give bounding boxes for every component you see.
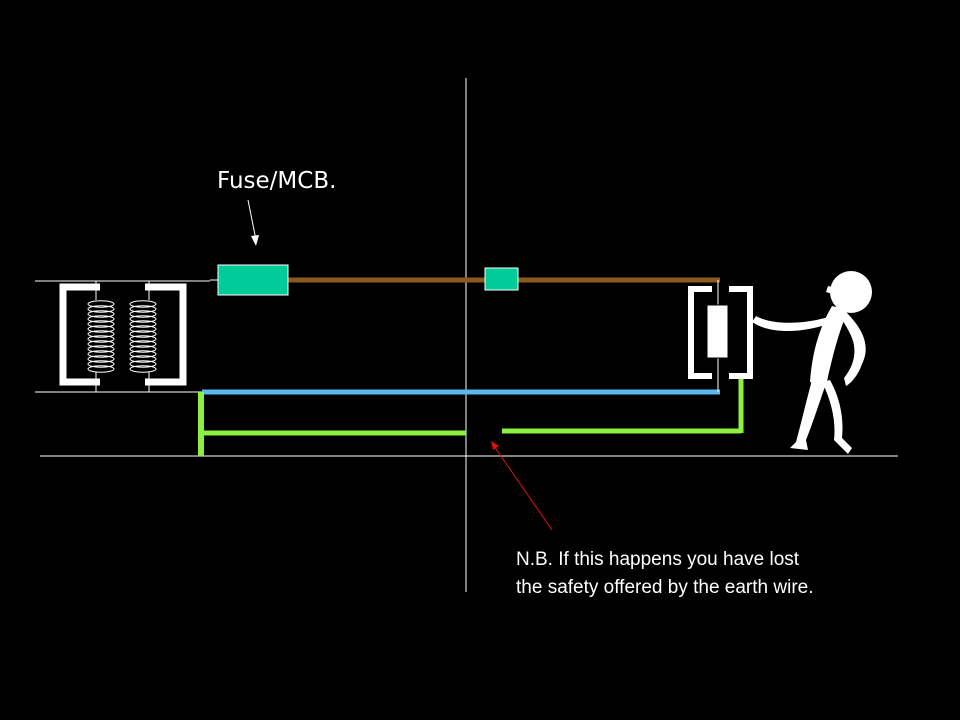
coil-turn [129,340,157,348]
coil-turn [87,300,115,308]
appliance [688,286,753,379]
appliance-fuse [484,267,519,291]
primary-coil [87,300,115,373]
break-indicator-arrow [491,441,553,531]
coil-turn [87,350,115,358]
transformer [35,280,210,393]
earth-break-note: N.B. If this happens you have lost the s… [516,546,814,602]
coil-turn [87,345,115,353]
coil-turn [129,330,157,338]
coil-turn [129,335,157,343]
coil-turn [87,330,115,338]
coil-turn [129,360,157,368]
heating-element [706,304,729,359]
coil-turn [129,315,157,323]
coil-turn [129,365,157,373]
coil-turn [87,310,115,318]
fuse-label: Fuse/MCB. [217,168,337,194]
coil-turn [129,310,157,318]
coil-turn [87,335,115,343]
coil-turn [129,325,157,333]
coil-turn [87,355,115,363]
coil-turn [87,365,115,373]
coil-turn [87,360,115,368]
note-line-2: the safety offered by the earth wire. [516,577,814,598]
fuse-label-arrow [247,199,259,246]
person-figure [752,271,872,454]
coil-turn [129,355,157,363]
earth-wire [198,376,744,456]
coil-turn [87,320,115,328]
note-line-1: N.B. If this happens you have lost [516,549,800,570]
coil-turn [129,320,157,328]
coil-turn [87,315,115,323]
coil-turn [87,305,115,313]
main-fuse [217,264,289,296]
coil-turn [129,345,157,353]
coil-turn [87,340,115,348]
coil-turn [87,325,115,333]
coil-turn [129,350,157,358]
coil-turn [129,305,157,313]
secondary-coil [129,300,157,373]
coil-turn [129,300,157,308]
